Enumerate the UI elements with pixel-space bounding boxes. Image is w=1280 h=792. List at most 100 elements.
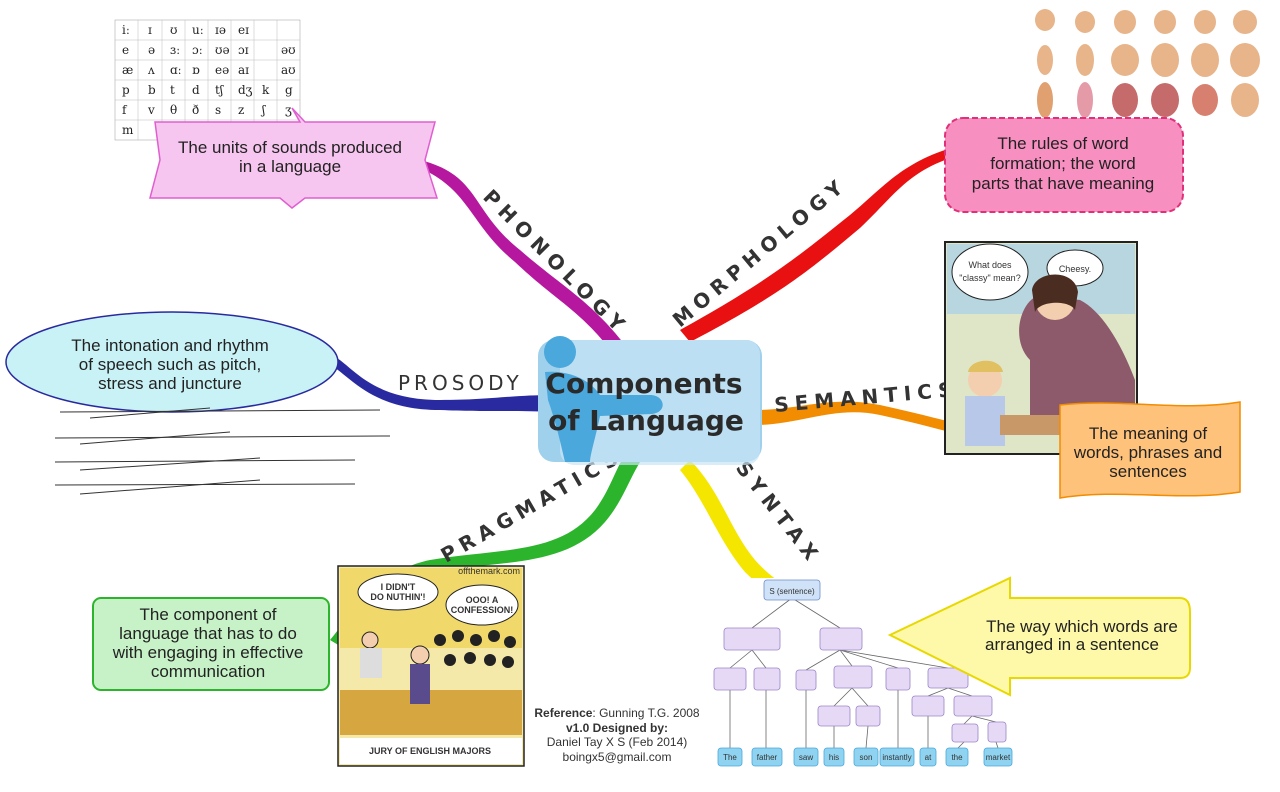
- author: Daniel Tay X S (Feb 2014): [546, 735, 688, 749]
- reference-label: Reference: [534, 706, 593, 720]
- reference-text: Reference: Gunning T.G. 2008 v1.0 Design…: [520, 706, 714, 764]
- pragmatics-bubble-line2: DO NUTHIN'!: [370, 592, 425, 602]
- svg-text:eɪ: eɪ: [238, 23, 249, 37]
- semantics-desc-line2: words, phrases and: [1073, 443, 1222, 462]
- tree-word-1: The: [723, 753, 737, 762]
- svg-text:aʊ: aʊ: [281, 63, 296, 77]
- morphology-desc-line2: formation; the word: [990, 154, 1136, 173]
- tree-word-7: at: [925, 753, 932, 762]
- phonology-label: PHONOLOGY: [478, 185, 633, 340]
- pragmatics-desc-line3: with engaging in effective: [112, 643, 304, 662]
- phonology-callout[interactable]: The units of sounds produced in a langua…: [149, 107, 439, 209]
- svg-text:əʊ: əʊ: [281, 43, 296, 57]
- svg-text:f: f: [122, 103, 128, 117]
- prosody-desc-line2: of speech such as pitch,: [79, 355, 261, 374]
- svg-text:d: d: [192, 83, 200, 97]
- svg-text:ʒ: ʒ: [285, 103, 292, 117]
- reference-source: : Gunning T.G. 2008: [592, 706, 700, 720]
- prosody-label: PROSODY: [398, 371, 523, 395]
- phonology-branch: [420, 160, 625, 352]
- person-head-icon: [544, 336, 576, 368]
- svg-text:ʊ: ʊ: [170, 23, 177, 37]
- svg-text:aɪ: aɪ: [238, 63, 249, 77]
- svg-text:s: s: [215, 103, 221, 117]
- semantics-desc-line1: The meaning of: [1089, 424, 1207, 443]
- morphology-desc-line3: parts that have meaning: [972, 174, 1154, 193]
- central-title-line2: of Language: [548, 404, 744, 437]
- morphology-desc-line1: The rules of word: [997, 134, 1128, 153]
- svg-text:t: t: [170, 83, 175, 97]
- tree-word-4: his: [829, 753, 839, 762]
- svg-text:m: m: [122, 123, 134, 137]
- tree-root: S (sentence): [769, 587, 815, 596]
- comic-bubble-line2: "classy" mean?: [959, 273, 1020, 283]
- svg-text:ʌ: ʌ: [147, 63, 155, 77]
- pragmatics-callout[interactable]: The component of language that has to do…: [92, 597, 330, 691]
- svg-text:z: z: [238, 103, 244, 117]
- svg-text:ɔɪ: ɔɪ: [238, 43, 249, 57]
- tree-word-6: instantly: [882, 753, 911, 762]
- svg-text:ʊə: ʊə: [215, 43, 230, 57]
- svg-text:dʒ: dʒ: [238, 83, 253, 97]
- tree-word-3: saw: [799, 753, 813, 762]
- pragmatics-comic: I DIDN'T DO NUTHIN'! OOO! A CONFESSION! …: [337, 565, 525, 767]
- morphology-branch: [680, 150, 945, 342]
- svg-text:ɑː: ɑː: [170, 63, 182, 77]
- pragmatics-desc-line2: language that has to do: [119, 624, 297, 643]
- comic-bubble-answer: Cheesy.: [1059, 264, 1091, 274]
- svg-text:ɔː: ɔː: [192, 43, 203, 57]
- svg-text:ə: ə: [148, 43, 155, 57]
- pragmatics-bubble-line1: I DIDN'T: [381, 582, 416, 592]
- designed-by: v1.0 Designed by:: [565, 720, 669, 735]
- syntax-desc-line2: arranged in a sentence: [985, 635, 1159, 654]
- svg-text:tʃ: tʃ: [215, 83, 224, 97]
- svg-text:uː: uː: [192, 23, 204, 37]
- svg-text:æ: æ: [122, 63, 133, 77]
- svg-text:eə: eə: [215, 63, 229, 77]
- prosody-desc-line1: The intonation and rhythm: [71, 336, 269, 355]
- tree-word-2: father: [757, 753, 778, 762]
- syntax-callout[interactable]: The way which words are arranged in a se…: [887, 576, 1191, 697]
- comic-site: offthemark.com: [458, 566, 520, 576]
- svg-text:ɪə: ɪə: [215, 23, 226, 37]
- svg-text:e: e: [122, 43, 129, 57]
- central-topic[interactable]: Components of Language: [538, 336, 762, 465]
- svg-text:v: v: [147, 103, 155, 117]
- svg-text:θ: θ: [170, 103, 177, 117]
- svg-text:b: b: [148, 83, 156, 97]
- pragmatics-desc-line4: communication: [151, 662, 265, 681]
- semantics-comic: What does "classy" mean? Cheesy.: [944, 241, 1138, 455]
- svg-text:g: g: [285, 83, 293, 97]
- tree-word-8: the: [951, 753, 963, 762]
- tree-word-5: son: [860, 753, 873, 762]
- phonology-desc-line2: in a language: [239, 157, 341, 176]
- comic-bubble-line1: What does: [968, 260, 1012, 270]
- reference-line: Reference: Gunning T.G. 2008: [520, 706, 714, 721]
- svg-text:ɒ: ɒ: [192, 63, 200, 77]
- syntax-desc-line1: The way which words are: [986, 617, 1178, 636]
- pragmatics-bubble2-line1: OOO! A: [466, 595, 499, 605]
- tree-word-9: market: [986, 753, 1011, 762]
- central-title-line1: Components: [545, 367, 742, 400]
- pragmatics-desc-line1: The component of: [139, 605, 276, 624]
- svg-text:p: p: [122, 83, 130, 97]
- prosody-branch: [330, 355, 555, 412]
- prosody-desc-line3: stress and juncture: [98, 374, 242, 393]
- person-body-icon: [545, 371, 663, 462]
- phonology-desc-line1: The units of sounds produced: [178, 138, 402, 157]
- svg-text:ʃ: ʃ: [260, 103, 266, 117]
- semantics-callout[interactable]: The meaning of words, phrases and senten…: [1059, 401, 1241, 499]
- morphology-callout[interactable]: The rules of word formation; the word pa…: [944, 117, 1184, 213]
- svg-text:ɪ: ɪ: [148, 23, 152, 37]
- svg-text:iː: iː: [122, 23, 130, 37]
- semantics-desc-line3: sentences: [1109, 462, 1187, 481]
- svg-text:ɜː: ɜː: [170, 43, 180, 57]
- author-email[interactable]: boingx5@gmail.com: [562, 749, 672, 764]
- syntax-tree-image: S (sentence) The father saw his son inst…: [706, 578, 1016, 770]
- comic-caption: JURY OF ENGLISH MAJORS: [369, 746, 491, 756]
- svg-text:k: k: [262, 83, 270, 97]
- intonation-image: [54, 407, 391, 495]
- prosody-callout[interactable]: The intonation and rhythm of speech such…: [5, 311, 339, 413]
